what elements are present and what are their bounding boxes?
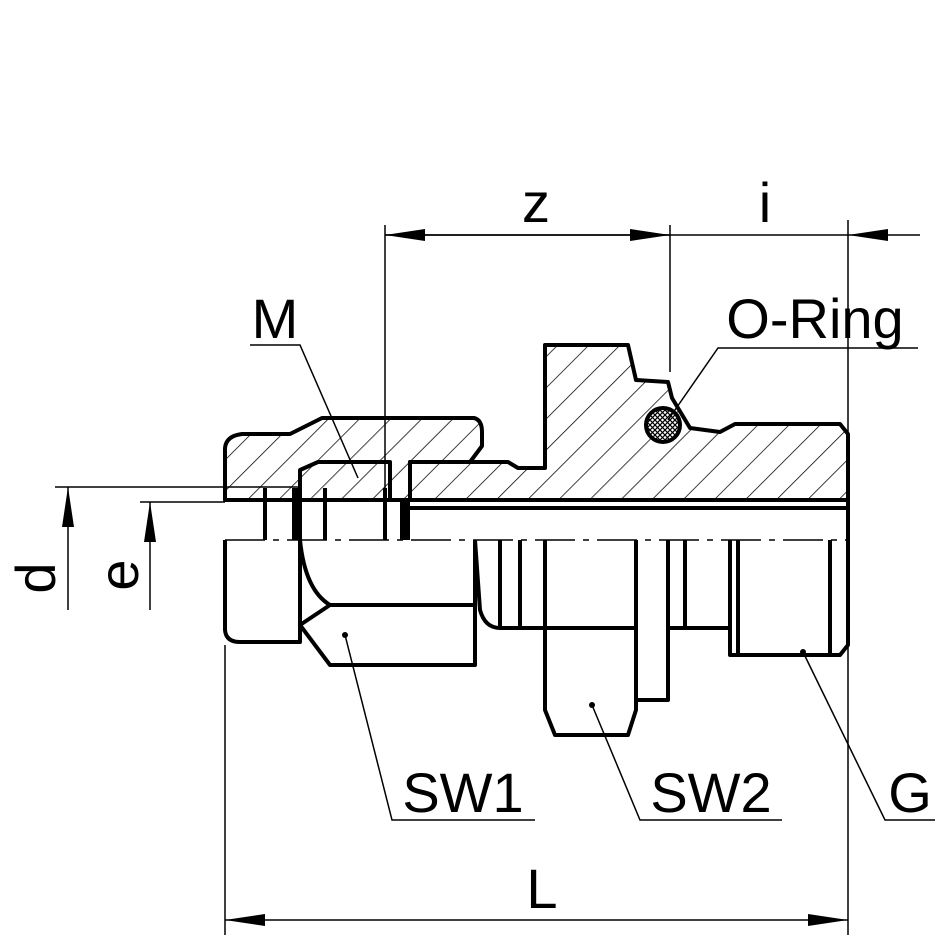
label-o-ring: O-Ring bbox=[726, 287, 903, 350]
label-g: G bbox=[888, 761, 932, 824]
dimensions bbox=[55, 220, 920, 935]
nut-view bbox=[223, 539, 477, 667]
leaders bbox=[250, 344, 935, 821]
section-nut bbox=[223, 416, 484, 502]
label-z: z bbox=[522, 171, 550, 234]
label-e: e bbox=[87, 559, 150, 590]
label-sw2: SW2 bbox=[650, 761, 771, 824]
label-l: L bbox=[526, 857, 557, 920]
section-body bbox=[408, 343, 850, 502]
body-view bbox=[473, 539, 850, 737]
o-ring-section bbox=[644, 406, 682, 444]
label-sw1: SW1 bbox=[402, 761, 523, 824]
label-d: d bbox=[4, 562, 67, 593]
label-i: i bbox=[759, 171, 771, 234]
label-m: M bbox=[252, 287, 299, 350]
